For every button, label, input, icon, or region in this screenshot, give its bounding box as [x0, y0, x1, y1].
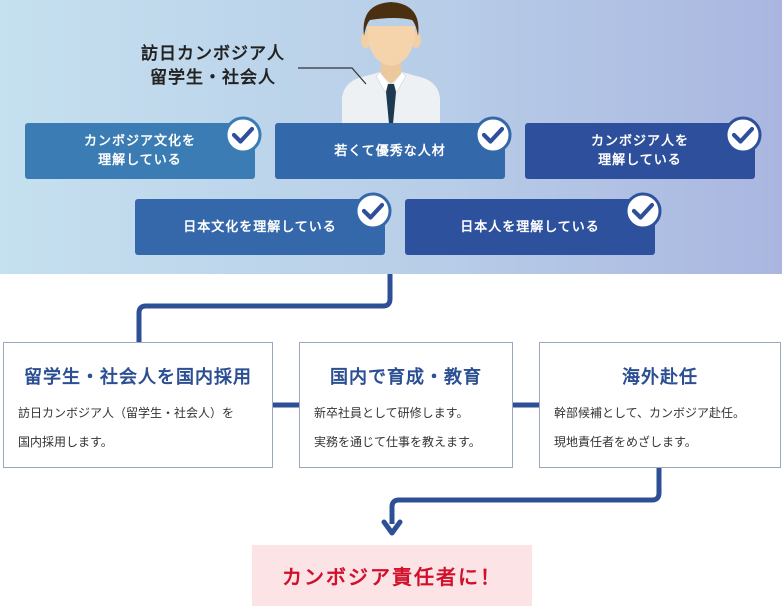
person-label-line2: 留学生・社会人: [150, 68, 276, 88]
step-description-line: 現地責任者をめざします。: [554, 435, 697, 449]
result-box: カンボジア責任者に！: [252, 545, 532, 606]
step-description-line: 国内採用します。: [18, 435, 113, 449]
step-description-line: 新卒社員として研修します。: [314, 406, 469, 420]
connector-step3-to-result: [389, 468, 662, 524]
trait-label: 日本人を理解している: [460, 219, 600, 235]
result-text: カンボジア責任者に！: [282, 565, 502, 589]
check-icon: [624, 192, 662, 230]
trait-cambodian-people: カンボジア人を 理解している: [525, 123, 755, 179]
trait-label: カンボジア人を 理解している: [590, 134, 689, 168]
person-label-line1: 訪日カンボジア人: [141, 44, 285, 64]
trait-young-talent: 若くて優秀な人材: [275, 123, 505, 179]
step-description: 新卒社員として研修します。 実務を通じて仕事を教えます。: [314, 399, 504, 457]
step-title: 国内で育成・教育: [330, 367, 482, 388]
arrowhead-down-icon: [381, 519, 403, 536]
trait-label: カンボジア文化を 理解している: [83, 134, 196, 168]
trait-label: 日本文化を理解している: [183, 219, 337, 235]
trait-japanese-culture: 日本文化を理解している: [135, 199, 385, 255]
step-domestic-training: 国内で育成・教育 新卒社員として研修します。 実務を通じて仕事を教えます。: [299, 342, 513, 468]
trait-cambodian-culture: カンボジア文化を 理解している: [25, 123, 255, 179]
check-icon: [474, 116, 512, 154]
connector-top-to-step1: [136, 274, 393, 342]
step-description-line: 訪日カンボジア人（留学生・社会人）を: [18, 406, 235, 420]
trait-label: 若くて優秀な人材: [334, 143, 446, 159]
trait-japanese-people: 日本人を理解している: [405, 199, 655, 255]
check-icon: [354, 192, 392, 230]
step-description-line: 実務を通じて仕事を教えます。: [314, 435, 481, 449]
step-overseas-assignment: 海外赴任 幹部候補として、カンボジア赴任。 現地責任者をめざします。: [539, 342, 781, 468]
step-description: 訪日カンボジア人（留学生・社会人）を 国内採用します。: [18, 399, 264, 457]
step-title: 海外赴任: [622, 367, 698, 388]
leader-line: [298, 67, 367, 85]
person-illustration: [342, 2, 440, 124]
check-icon: [724, 116, 762, 154]
person-label: 訪日カンボジア人 留学生・社会人: [128, 42, 298, 90]
step-title: 留学生・社会人を国内採用: [24, 367, 252, 388]
step-description-line: 幹部候補として、カンボジア赴任。: [554, 406, 746, 420]
step-description: 幹部候補として、カンボジア赴任。 現地責任者をめざします。: [554, 399, 772, 457]
check-icon: [224, 116, 262, 154]
step-domestic-hiring: 留学生・社会人を国内採用 訪日カンボジア人（留学生・社会人）を 国内採用します。: [3, 342, 273, 468]
